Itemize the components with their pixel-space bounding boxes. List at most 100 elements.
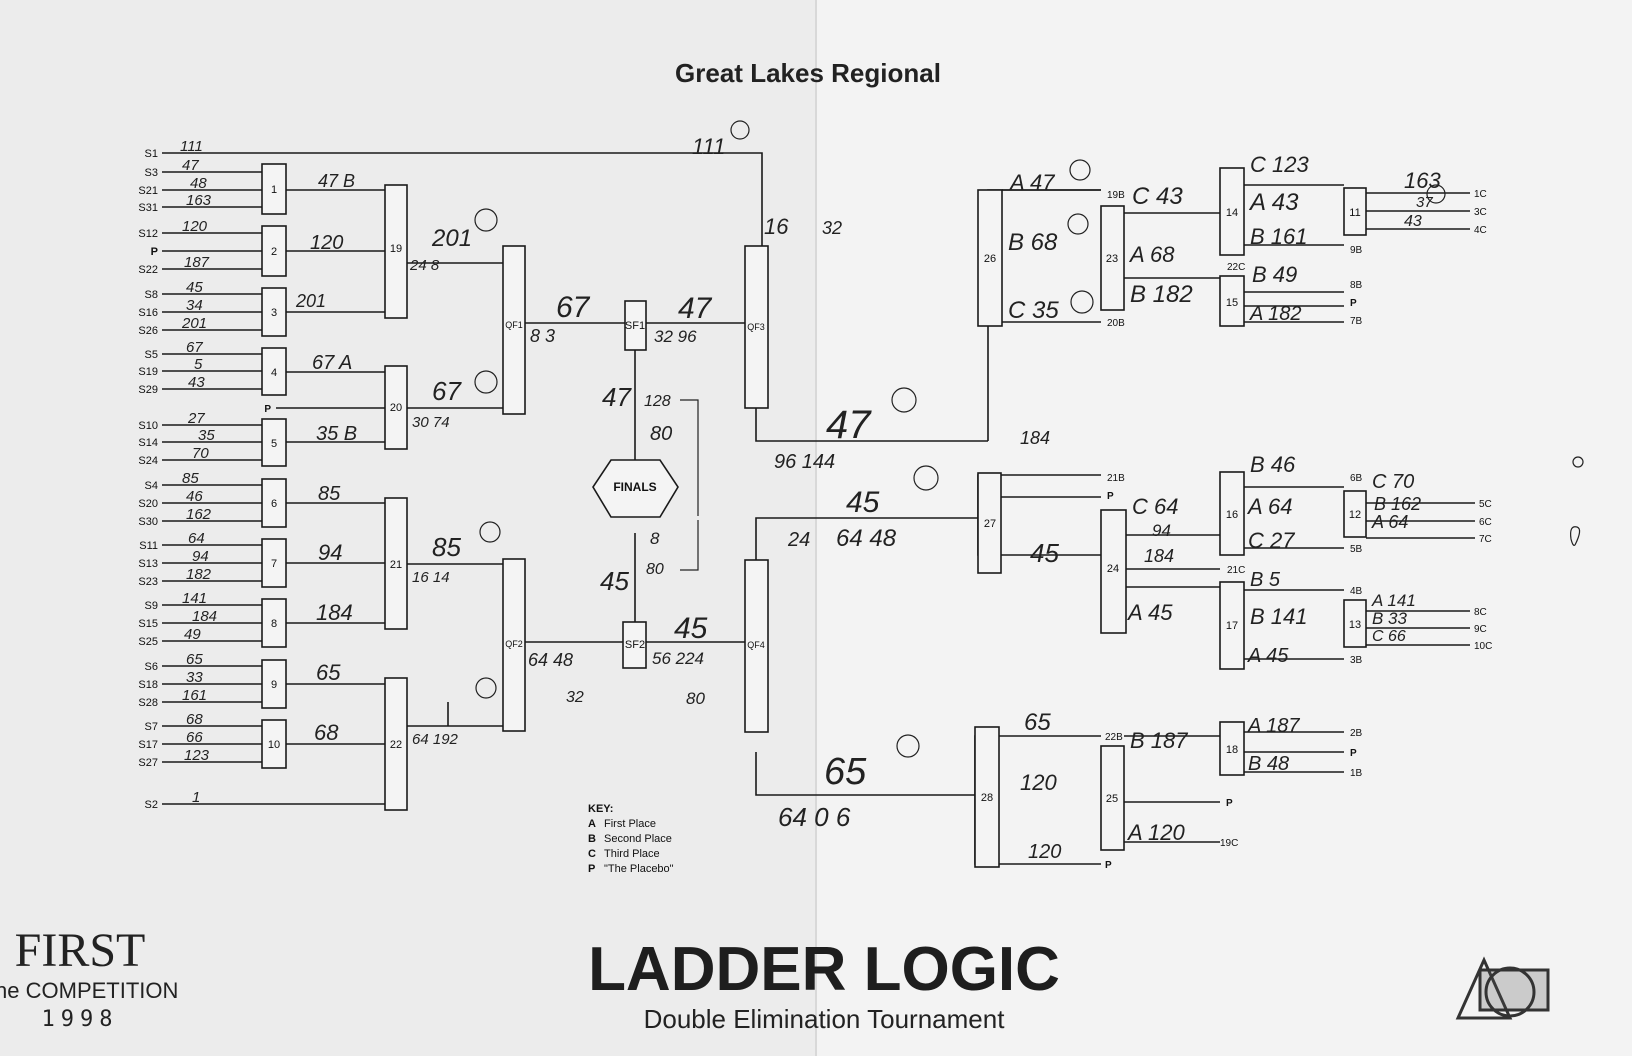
match-5-label: 5 [271,438,277,450]
match-6-label: 6 [271,498,277,510]
loser-label: 1C [1474,189,1487,200]
hw-note: 94 [1152,521,1171,540]
hw-note: 24 [787,529,810,551]
loser-label: 8C [1474,607,1487,618]
loser-label: 4C [1474,225,1487,236]
loser-label: 4B [1350,586,1363,597]
hw-note: C 64 [1132,494,1178,519]
loser-label: 7C [1479,534,1492,545]
seed-label: S20 [138,498,158,510]
match-17-label: 17 [1226,620,1238,632]
hw-score: 162 [186,506,212,523]
sf2-label: SF2 [625,639,645,651]
loser-label: 10C [1474,641,1492,652]
hw-score: 43 [188,374,205,391]
hw-note: C 70 [1372,471,1414,493]
seed-label: S13 [138,558,158,570]
seed-label: S31 [138,202,158,214]
match-21-label: 21 [390,559,402,571]
finals-label: FINALS [613,480,656,494]
hw-note: 35 B [316,423,357,445]
loser-label: 3C [1474,207,1487,218]
hw-note: 47 [826,403,872,447]
seed-label: S11 [139,540,158,552]
match-27-label: 27 [984,518,996,530]
handwriting-strokes [474,120,1584,758]
match-12-label: 12 [1349,509,1361,521]
seed-label: S25 [138,636,158,648]
seed-label: S16 [138,307,158,319]
match-16-label: 16 [1226,509,1238,521]
hw-score: 161 [182,687,207,704]
hw-note: 67 [556,291,591,324]
hw-score: 201 [181,315,207,332]
hw-note: 47 [602,382,632,412]
hw-note: 128 [644,393,671,410]
hw-note: B 162 [1374,494,1421,514]
seed-labels: S1 S3 S21 S31 S12 P S22 S8 S16 S26 S5 S1… [138,148,158,811]
hw-score: 64 [188,530,205,547]
match-1-label: 1 [271,184,277,196]
seed-label: S4 [145,480,158,492]
paper-left [0,0,816,1056]
loser-label: 8B [1350,280,1363,291]
hw-note: 56 224 [652,649,704,668]
hw-note: A 43 [1248,189,1299,216]
hw-score: 45 [186,279,203,296]
seed-label: S12 [138,228,158,240]
hw-score: 47 [182,157,199,174]
hw-note: 65 [824,751,867,793]
hw-note: 120 [1020,770,1057,795]
hw-note: B 49 [1252,262,1297,287]
hw-score: 67 [186,339,203,356]
loser-label: P [1107,491,1114,502]
hw-score: 33 [186,669,203,686]
hw-note: B 161 [1250,224,1308,249]
match-9-label: 9 [271,679,277,691]
seed-label: S28 [138,697,158,709]
hw-note: 32 [822,218,842,238]
brand-competition: The COMPETITION [0,978,178,1003]
brand-year: 1998 [42,1007,119,1032]
hw-score: 163 [186,192,212,209]
seed-label: S5 [145,349,158,361]
hw-note: 96 144 [774,451,835,473]
hw-score: 5 [194,356,203,373]
match-18-label: 18 [1226,744,1238,756]
seed-label: S9 [145,600,158,612]
match-15-label: 15 [1226,297,1238,309]
key-code: C [588,848,596,860]
seed-label: S8 [145,289,158,301]
seed-label: S6 [145,661,158,673]
hw-note: 80 [686,689,705,708]
match-23-label: 23 [1106,253,1118,265]
match-4-label: 4 [271,367,277,379]
hw-note: 201 [295,291,326,311]
hw-score: 65 [186,651,203,668]
footer-title: LADDER LOGIC [588,935,1060,1004]
hw-note: 43 [1404,213,1422,230]
hw-note: 64 192 [412,731,459,748]
hw-note: A 45 [1126,600,1173,625]
match-numbers: 1 2 3 4 5 6 7 8 9 10 19 20 21 22 QF1 QF2… [268,184,1361,805]
hw-note: 201 [431,225,472,252]
match-28-label: 28 [981,792,993,804]
qf2-label: QF2 [505,639,523,649]
seed-label: S30 [138,516,158,528]
seed-label: P [151,246,158,258]
loser-label: 19B [1107,190,1125,201]
match-11-label: 11 [1349,207,1360,219]
hw-note: A 187 [1247,715,1300,737]
hw-score: 1 [192,789,200,806]
loser-label: 3B [1350,655,1363,666]
seed-label: S27 [138,757,158,769]
loser-label: 7B [1350,316,1363,327]
key-code: A [588,818,596,830]
hw-note: B 187 [1130,728,1188,753]
hw-note: 120 [310,232,343,254]
match-2-label: 2 [271,246,277,258]
hw-note: 32 [566,689,584,706]
hw-score: 66 [186,729,203,746]
key-text: "The Placebo" [604,863,674,875]
hw-note: 67 [432,376,462,406]
